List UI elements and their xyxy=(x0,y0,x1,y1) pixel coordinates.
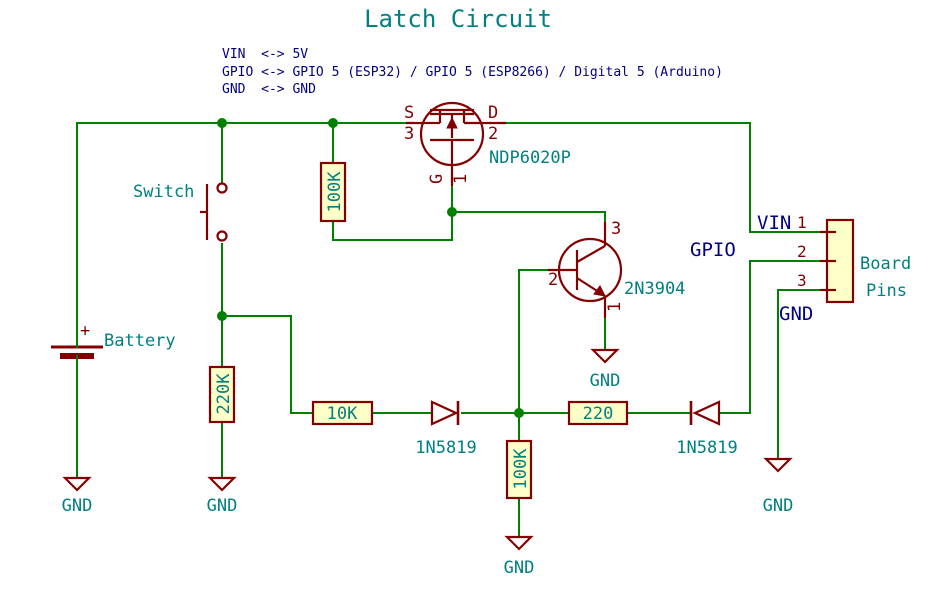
mosfet-drain-label: D xyxy=(488,103,498,123)
resistor-10k: 10K xyxy=(311,400,374,426)
battery: + Battery xyxy=(51,321,176,363)
resistor-label: 100K xyxy=(511,448,531,490)
gnd-symbol-battery: GND xyxy=(62,476,93,516)
junction-dot xyxy=(447,207,457,217)
net-label-vin: VIN xyxy=(757,212,791,234)
mosfet-source-pin: 3 xyxy=(404,124,414,144)
junctions xyxy=(217,118,524,418)
gnd-label: GND xyxy=(207,496,238,516)
resistor-label: 220 xyxy=(583,404,614,424)
diode-label: 1N5819 xyxy=(676,438,737,458)
junction-dot xyxy=(217,311,227,321)
mosfet-drain-pin: 2 xyxy=(488,124,498,144)
transistor-2n3904: 3 2 1 2N3904 xyxy=(548,219,685,318)
diode-1n5819-left: 1N5819 xyxy=(415,400,477,458)
mosfet-ndp6020p: S 3 D 2 G 1 NDP6020P xyxy=(404,101,571,186)
mosfet-part-label: NDP6020P xyxy=(489,148,571,168)
resistor-label: 10K xyxy=(327,404,358,424)
net-label-gpio: GPIO xyxy=(690,239,736,261)
connector-pin-2: 2 xyxy=(797,242,807,261)
connector-pin-3: 3 xyxy=(797,271,807,290)
mosfet-gate-pin: 1 xyxy=(451,174,471,184)
legend-line-gnd: GND <-> GND xyxy=(222,82,316,97)
gnd-symbol-base: GND xyxy=(504,535,535,578)
transistor-collector-pin: 3 xyxy=(611,219,621,239)
resistor-220: 220 xyxy=(567,400,629,426)
mosfet-gate-label: G xyxy=(427,174,447,184)
diagram-title: Latch Circuit xyxy=(364,5,552,33)
switch-label: Switch xyxy=(133,182,194,202)
gnd-label: GND xyxy=(504,558,535,578)
gnd-symbol-connector: GND xyxy=(763,457,794,516)
junction-dot xyxy=(217,118,227,128)
resistor-220k: 220K xyxy=(208,365,236,424)
gnd-label: GND xyxy=(763,496,794,516)
battery-label: Battery xyxy=(104,331,176,351)
board-pins-connector: 1 2 3 Board Pins VIN GPIO GND xyxy=(690,212,911,325)
mosfet-source-label: S xyxy=(404,103,414,123)
legend-line-vin: VIN <-> 5V xyxy=(222,47,308,62)
connector-label-line2: Pins xyxy=(866,281,907,301)
connector-pin-1: 1 xyxy=(797,213,807,232)
resistor-label: 220K xyxy=(214,373,234,415)
switch: Switch xyxy=(133,182,228,242)
net-label-gnd: GND xyxy=(779,303,813,325)
gnd-symbol-220k: GND xyxy=(207,476,238,516)
battery-plus-sign: + xyxy=(80,321,90,341)
junction-dot xyxy=(328,118,338,128)
resistor-label: 100K xyxy=(325,171,345,213)
junction-dot xyxy=(514,408,524,418)
gnd-label: GND xyxy=(590,371,621,391)
diode-1n5819-right: 1N5819 xyxy=(676,400,738,458)
legend-line-gpio: GPIO <-> GPIO 5 (ESP32) / GPIO 5 (ESP826… xyxy=(222,65,723,80)
transistor-base-pin: 2 xyxy=(548,270,558,290)
resistor-100k-gate: 100K xyxy=(319,161,347,223)
connector-label-line1: Board xyxy=(860,254,911,274)
resistor-100k-base: 100K xyxy=(505,439,533,500)
diode-label: 1N5819 xyxy=(415,438,476,458)
transistor-emitter-pin: 1 xyxy=(605,302,625,312)
gnd-label: GND xyxy=(62,496,93,516)
gnd-symbol-emitter: GND xyxy=(590,348,621,391)
transistor-part-label: 2N3904 xyxy=(624,279,685,299)
